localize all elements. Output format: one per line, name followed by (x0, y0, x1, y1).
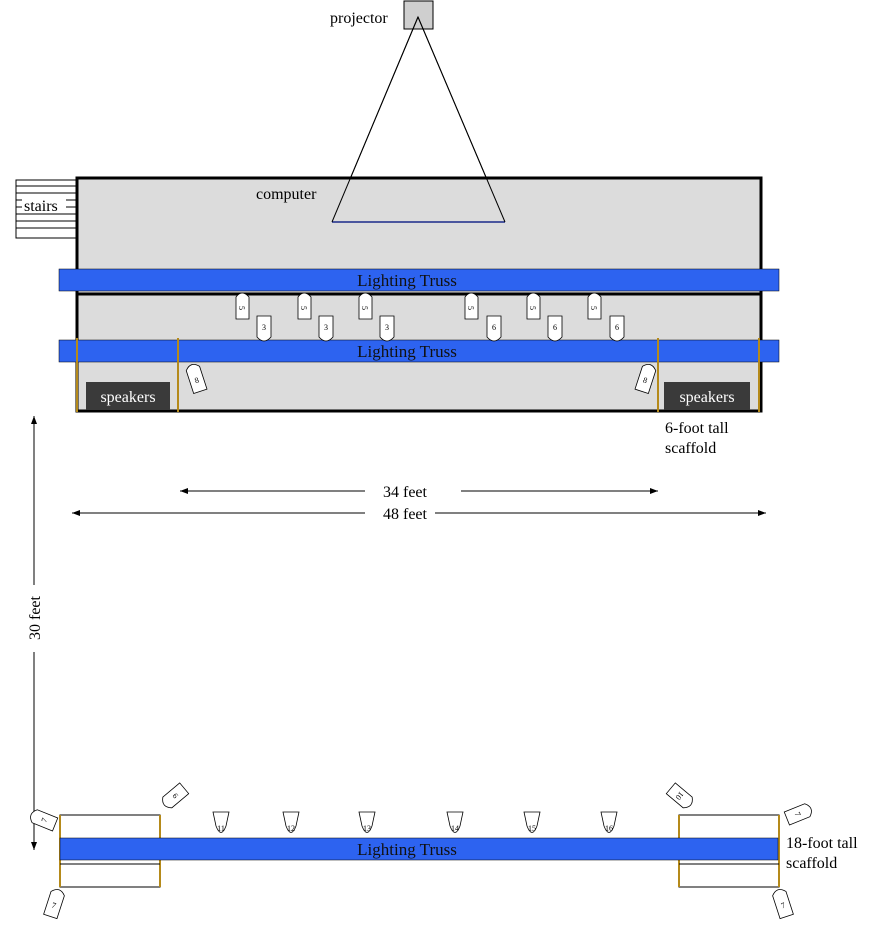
fixture-upper-5: 5 (526, 292, 541, 320)
scaffold-6ft-left (76, 338, 179, 412)
svg-text:16: 16 (605, 824, 613, 833)
dimension-48-feet (72, 510, 766, 516)
fixture-front-left-angled: 9 (162, 782, 190, 809)
fixture-middle-2: 3 (318, 315, 334, 342)
lighting-truss-upper-label: Lighting Truss (357, 271, 457, 290)
fixture-front-11: 11 (212, 811, 230, 833)
speakers-right-label: speakers (679, 389, 734, 406)
fixture-upper-6: 5 (587, 292, 602, 320)
svg-text:5: 5 (589, 306, 598, 310)
lighting-truss-lower (59, 837, 779, 861)
speakers-left-label: speakers (100, 389, 155, 406)
svg-text:6: 6 (615, 323, 619, 332)
fixture-front-right-bottom: 7 (772, 889, 794, 920)
scaffold-6ft-label-line2: scaffold (665, 440, 716, 457)
dimension-34-label: 34 feet (383, 484, 428, 501)
svg-text:14: 14 (451, 824, 459, 833)
fixture-front-12: 12 (282, 811, 300, 833)
computer-label: computer (256, 186, 317, 203)
svg-text:7: 7 (793, 811, 803, 818)
svg-text:7: 7 (780, 901, 787, 911)
fixture-upper-4: 5 (464, 292, 479, 320)
projector-label: projector (330, 10, 388, 27)
fixture-front-16: 16 (600, 811, 618, 833)
fixture-front-left-bottom: 7 (43, 889, 65, 920)
svg-text:9: 9 (171, 791, 180, 800)
dimension-48-label: 48 feet (383, 506, 428, 523)
svg-text:3: 3 (385, 323, 389, 332)
svg-text:7: 7 (51, 901, 58, 911)
lighting-truss-upper (58, 268, 780, 292)
scaffold-18ft-label-line2: scaffold (786, 855, 837, 872)
lighting-truss-middle-label: Lighting Truss (357, 342, 457, 361)
svg-text:15: 15 (528, 824, 536, 833)
scaffold-18ft-label-line1: 18-foot tall (786, 835, 858, 852)
fixture-front-right-angled: 10 (665, 782, 693, 809)
cone-right-edge (417, 16, 506, 223)
fixture-middle-6: 6 (609, 315, 625, 342)
svg-text:5: 5 (528, 306, 537, 310)
svg-text:3: 3 (324, 323, 328, 332)
lighting-truss-lower-label: Lighting Truss (357, 840, 457, 859)
fixture-front-13: 13 (358, 811, 376, 833)
stairs (15, 179, 77, 239)
fixture-upper-1: 5 (235, 292, 250, 320)
lighting-truss-middle (58, 339, 780, 363)
svg-text:13: 13 (363, 824, 371, 833)
svg-text:5: 5 (299, 306, 308, 310)
svg-text:6: 6 (492, 323, 496, 332)
cone-left-edge (331, 16, 419, 223)
svg-text:10: 10 (674, 790, 686, 802)
svg-text:5: 5 (360, 306, 369, 310)
svg-text:12: 12 (287, 824, 295, 833)
fixture-front-right-top: 7 (783, 803, 812, 826)
fixture-middle-3: 3 (379, 315, 395, 342)
fixture-side-right: 8 (634, 363, 657, 394)
fixture-front-15: 15 (523, 811, 541, 833)
svg-text:7: 7 (40, 817, 50, 824)
fixture-front-left-top: 7 (30, 809, 59, 832)
scaffold-6ft-right (657, 338, 760, 412)
speakers-right (664, 382, 750, 410)
svg-text:6: 6 (553, 323, 557, 332)
speakers-left (86, 382, 170, 410)
dimension-30-label: 30 feet (27, 595, 44, 640)
fixture-side-left: 8 (185, 363, 208, 394)
fixture-upper-2: 5 (297, 292, 312, 320)
projector-box (403, 0, 434, 30)
fixture-middle-4: 6 (486, 315, 502, 342)
svg-text:5: 5 (466, 306, 475, 310)
svg-text:8: 8 (642, 375, 649, 385)
svg-text:8: 8 (193, 375, 200, 385)
svg-text:5: 5 (237, 306, 246, 310)
scaffold-6ft-label-line1: 6-foot tall (665, 420, 729, 437)
svg-text:3: 3 (262, 323, 266, 332)
fixture-middle-1: 3 (256, 315, 272, 342)
dimension-34-feet (180, 488, 658, 494)
stairs-label: stairs (24, 198, 58, 215)
fixture-upper-3: 5 (358, 292, 373, 320)
fixture-middle-5: 6 (547, 315, 563, 342)
svg-text:11: 11 (217, 824, 225, 833)
fixture-front-14: 14 (446, 811, 464, 833)
